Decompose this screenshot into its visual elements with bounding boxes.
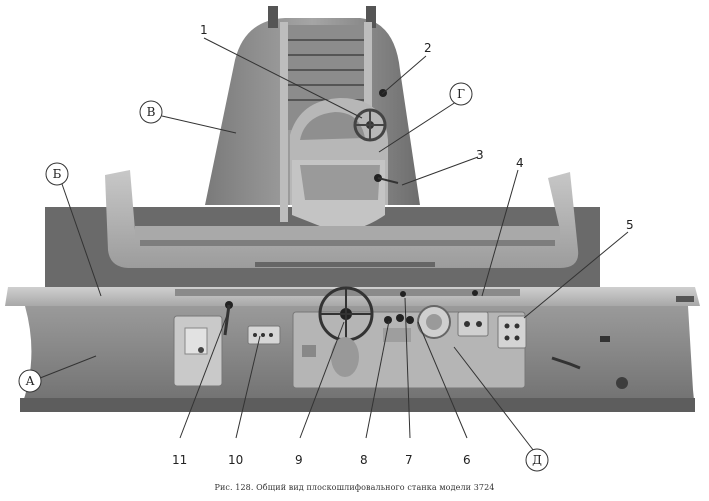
base-right-fittings <box>551 336 628 389</box>
callout-V: В <box>139 100 163 124</box>
callout-label-D: Д <box>532 453 542 467</box>
bed-shelf <box>5 287 700 306</box>
pushbutton-station <box>457 311 527 349</box>
callout-6: 6 <box>463 453 471 467</box>
grinding-head <box>290 98 388 232</box>
callout-A: А <box>18 369 42 393</box>
callout-B: Б <box>45 162 69 186</box>
callout-label-A: А <box>25 374 34 388</box>
callout-5: 5 <box>626 218 634 232</box>
callout-label-G: Г <box>457 87 465 101</box>
callout-9: 9 <box>295 453 303 467</box>
head-handwheel <box>353 89 399 184</box>
work-table <box>105 170 579 268</box>
callout-7: 7 <box>405 453 413 467</box>
electric-cabinet <box>173 301 233 387</box>
callout-2: 2 <box>424 41 432 55</box>
callout-label-B: Б <box>53 167 62 181</box>
callout-10: 10 <box>228 453 243 467</box>
callout-4: 4 <box>516 156 524 170</box>
callout-11: 11 <box>172 453 187 467</box>
callout-label-V: В <box>147 105 156 119</box>
switch-block <box>247 325 281 345</box>
figure-caption: Рис. 128. Общий вид плоскошлифовального … <box>214 483 495 492</box>
callout-3: 3 <box>476 148 484 162</box>
callout-G: Г <box>449 82 473 106</box>
leader-lines <box>34 37 629 456</box>
callout-8: 8 <box>360 453 368 467</box>
callout-D: Д <box>525 448 549 472</box>
callout-1: 1 <box>200 23 208 37</box>
